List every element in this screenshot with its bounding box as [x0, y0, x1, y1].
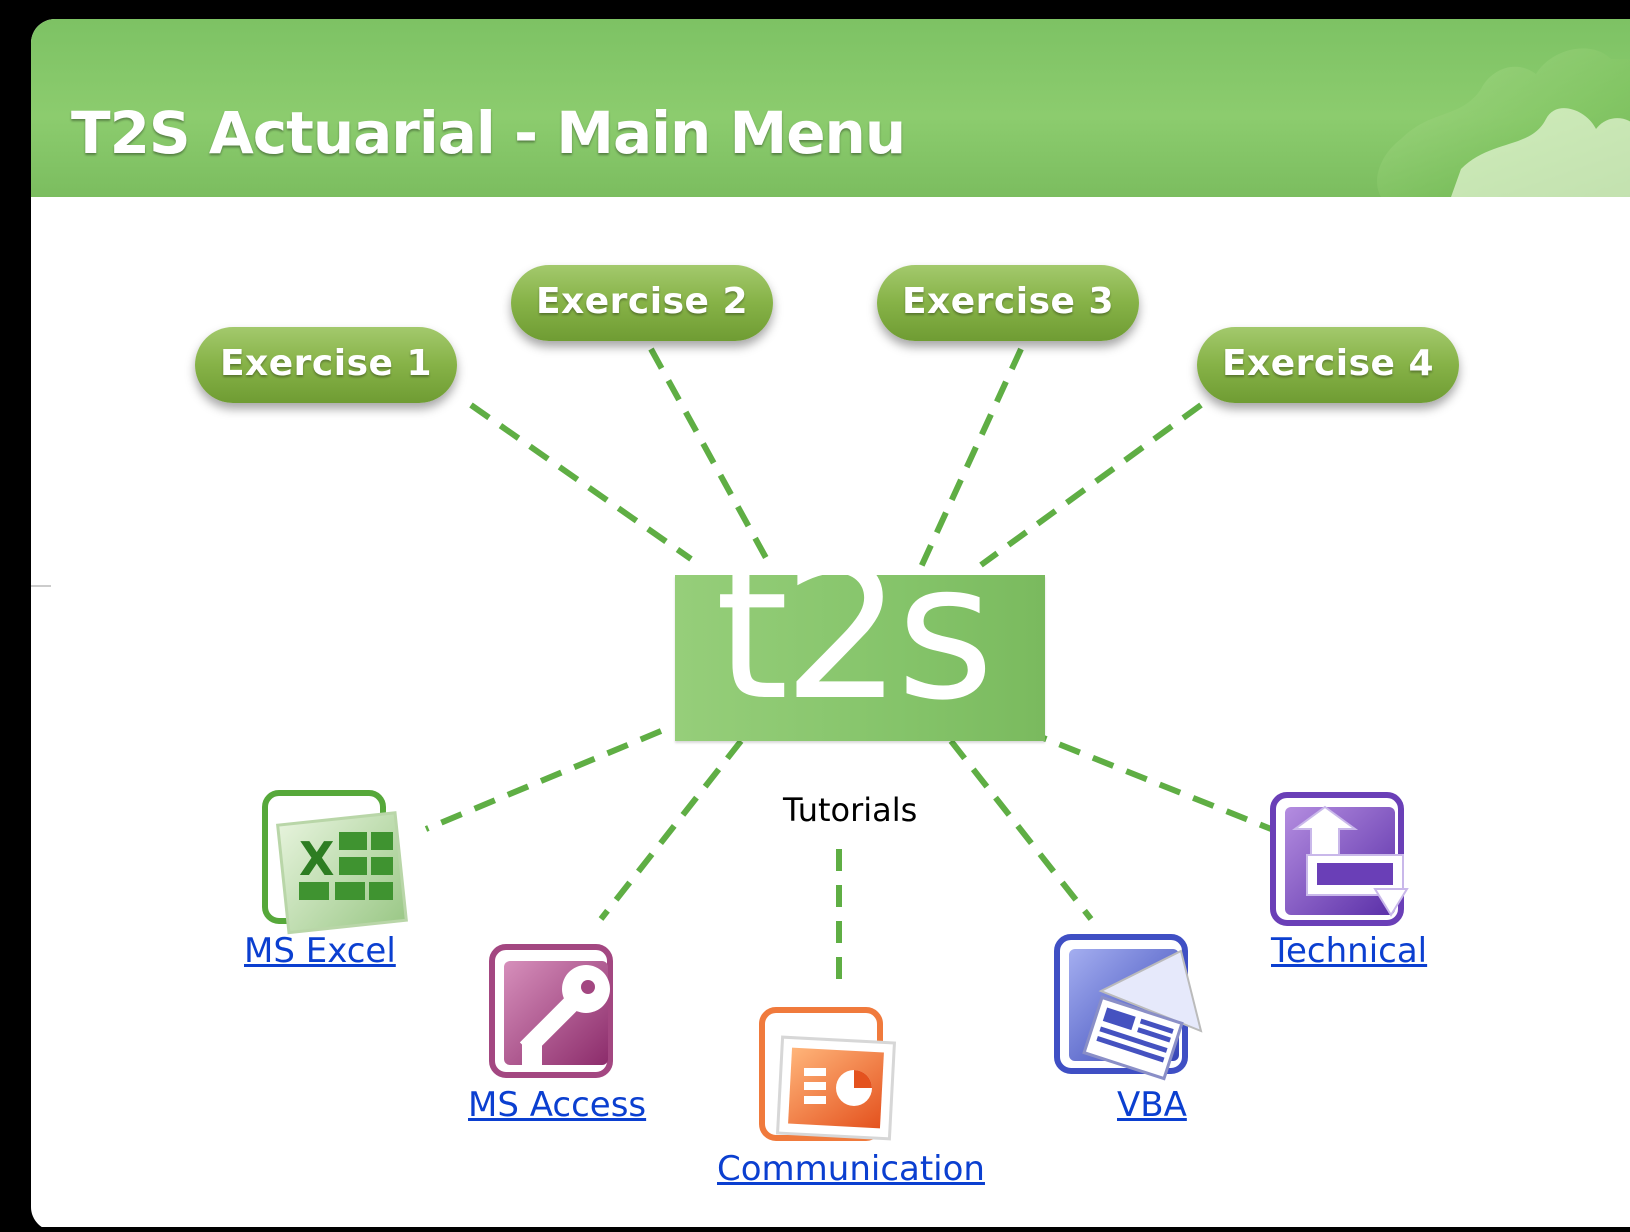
access-icon[interactable]	[486, 941, 636, 1091]
connector-line	[979, 402, 1203, 568]
vba-link[interactable]: VBA	[1117, 1085, 1187, 1125]
divider	[31, 585, 51, 587]
connector-line	[948, 739, 1094, 921]
logo-text: t2s	[715, 523, 994, 742]
exercise-2-button[interactable]: Exercise 2	[511, 265, 773, 341]
excel-icon[interactable]: X	[259, 787, 409, 937]
powerpoint-icon[interactable]	[756, 1004, 906, 1154]
exercise-1-button[interactable]: Exercise 1	[195, 327, 457, 403]
main-window: T2S Actuarial - Main Menu	[31, 19, 1630, 1227]
exercise-4-button[interactable]: Exercise 4	[1197, 327, 1459, 403]
exercise-4-label: Exercise 4	[1221, 342, 1435, 384]
connector-line	[648, 347, 774, 569]
connector-lines	[424, 347, 1273, 979]
connector-line	[1024, 728, 1273, 832]
t2s-logo: t2s	[675, 539, 1045, 741]
exercise-2-label: Exercise 2	[535, 280, 749, 322]
page-title: T2S Actuarial - Main Menu	[71, 99, 906, 167]
connector-line	[424, 728, 663, 832]
exercise-1-label: Exercise 1	[219, 342, 433, 384]
connector-line	[918, 347, 1024, 569]
exercise-3-button[interactable]: Exercise 3	[877, 265, 1139, 341]
svg-text:X: X	[299, 832, 334, 886]
puzzle-piece-icon	[1377, 48, 1630, 197]
connector-line	[469, 402, 693, 562]
connector-line	[598, 739, 744, 921]
header-bar: T2S Actuarial - Main Menu	[31, 19, 1630, 197]
ms-access-link[interactable]: MS Access	[468, 1085, 647, 1125]
window-frame: T2S Actuarial - Main Menu	[8, 6, 1630, 1230]
tutorials-label: Tutorials	[783, 791, 918, 829]
technical-link[interactable]: Technical	[1271, 931, 1428, 971]
infopath-icon[interactable]	[1267, 789, 1427, 939]
communication-link[interactable]: Communication	[717, 1149, 985, 1189]
exercise-3-label: Exercise 3	[901, 280, 1115, 322]
ms-excel-link[interactable]: MS Excel	[244, 931, 396, 971]
publisher-icon[interactable]	[1051, 931, 1211, 1091]
